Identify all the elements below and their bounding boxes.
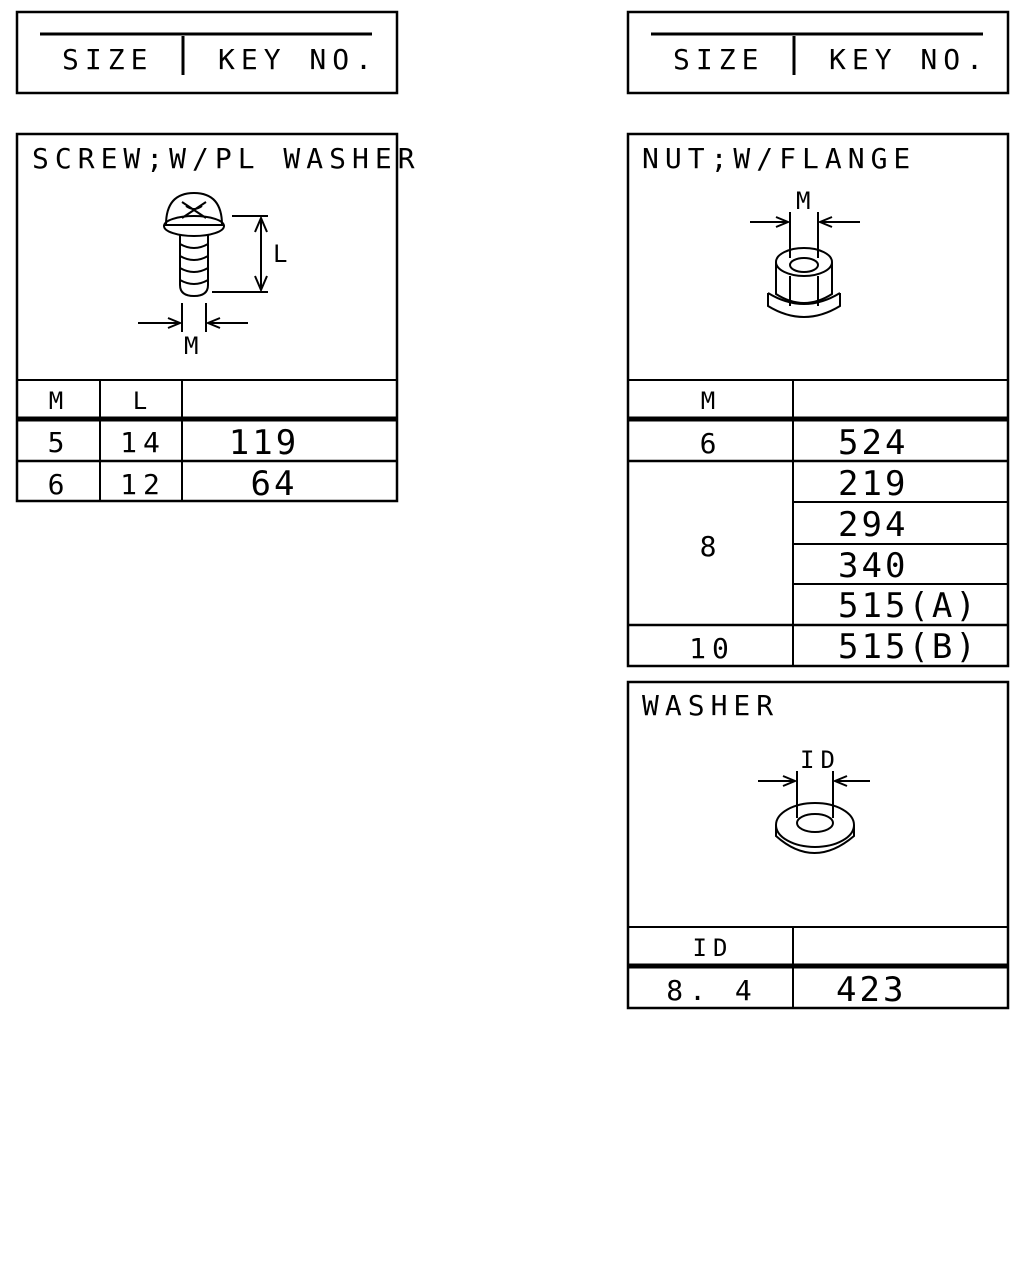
nut-key-340: 340 bbox=[838, 546, 908, 586]
nut-key-515b: 515(B) bbox=[838, 627, 979, 667]
washer-row1-key: 423 bbox=[836, 970, 906, 1010]
screw-col-m: M bbox=[49, 387, 69, 415]
nut-dim-m: M bbox=[796, 187, 816, 215]
nut-group2-m: 8 bbox=[700, 530, 723, 563]
nut-title: NUT;W/FLANGE bbox=[642, 142, 916, 175]
key-no-label-right: KEY NO. bbox=[829, 43, 989, 76]
washer-row1-id: 8. 4 bbox=[666, 974, 757, 1007]
washer-col-id: ID bbox=[693, 934, 734, 962]
screw-dim-l: L bbox=[273, 240, 293, 268]
nut-key-219: 219 bbox=[838, 464, 908, 504]
screw-illustration bbox=[138, 191, 268, 332]
washer-title: WASHER bbox=[642, 689, 779, 722]
washer-illustration bbox=[758, 771, 870, 854]
screw-row2-m: 6 bbox=[48, 468, 71, 501]
size-label-left: SIZE bbox=[62, 43, 153, 76]
nut-col-m: M bbox=[701, 387, 721, 415]
nut-key-515a: 515(A) bbox=[838, 586, 979, 626]
screw-row2-key: 64 bbox=[251, 464, 298, 504]
screw-col-l: L bbox=[133, 387, 153, 415]
size-label-right: SIZE bbox=[673, 43, 764, 76]
screw-dim-m: M bbox=[184, 332, 204, 360]
screw-panel bbox=[15, 132, 399, 503]
screw-row1-l: 14 bbox=[120, 426, 166, 459]
nut-panel bbox=[626, 132, 1010, 668]
nut-illustration bbox=[750, 212, 860, 318]
nut-key-294: 294 bbox=[838, 505, 908, 545]
washer-panel bbox=[626, 680, 1010, 1010]
washer-dim-id: ID bbox=[800, 746, 841, 774]
screw-title: SCREW;W/PL WASHER bbox=[32, 142, 421, 175]
screw-row1-m: 5 bbox=[48, 426, 71, 459]
key-no-label-left: KEY NO. bbox=[218, 43, 378, 76]
nut-key-524: 524 bbox=[838, 423, 908, 463]
screw-row2-l: 12 bbox=[120, 468, 166, 501]
nut-group1-m: 6 bbox=[700, 427, 723, 460]
header-box-right bbox=[626, 10, 1010, 95]
header-box-left bbox=[15, 10, 399, 95]
screw-row1-key: 119 bbox=[229, 423, 299, 463]
nut-group3-m: 10 bbox=[689, 632, 735, 665]
